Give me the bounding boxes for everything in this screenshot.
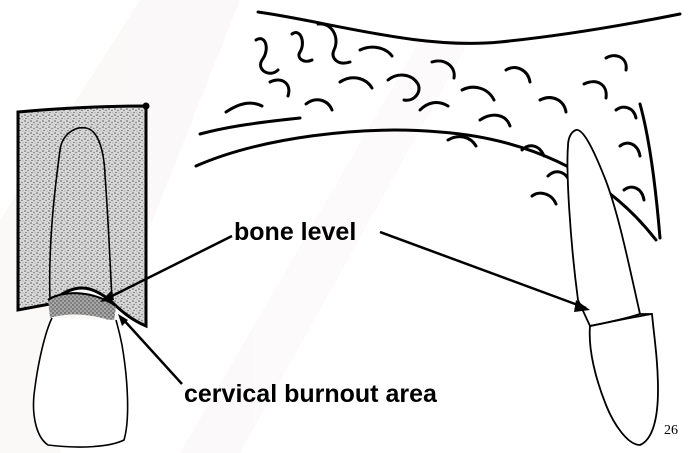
trabecula (616, 107, 636, 118)
radiograph-view (18, 103, 150, 448)
trabecula (270, 80, 289, 96)
trabecula (584, 82, 606, 98)
left-bone-edge (200, 118, 300, 134)
trabecula (306, 100, 332, 110)
trabecula (318, 24, 350, 63)
trabecula (540, 98, 566, 112)
page-number: 26 (664, 423, 678, 438)
bone-level-leader-right (380, 232, 586, 308)
tooth-crown (590, 314, 658, 445)
cervical-burnout-label: cervical burnout area (184, 380, 438, 408)
trabecula (606, 56, 626, 70)
trabecula (620, 143, 640, 156)
trabecula (624, 187, 644, 200)
arrow-heads (100, 290, 590, 326)
cervical-burnout-leader (122, 318, 182, 384)
trabecula (256, 39, 278, 74)
trabecula (226, 103, 262, 112)
tooth-drawing (567, 130, 658, 445)
trabecula (292, 33, 312, 62)
trabecula (448, 137, 476, 146)
bone-level-label: bone level (234, 218, 356, 246)
upper-bone-contour (258, 12, 680, 43)
crown-outline (34, 318, 128, 447)
trabecula (480, 115, 510, 126)
trabecula (340, 78, 372, 88)
corner-dot (143, 103, 150, 110)
tooth-root (567, 130, 640, 326)
trabecula (506, 68, 530, 82)
trabecula (360, 47, 392, 56)
right-bone-edge (640, 104, 660, 238)
trabecula (462, 87, 494, 100)
trabecula (532, 193, 556, 204)
